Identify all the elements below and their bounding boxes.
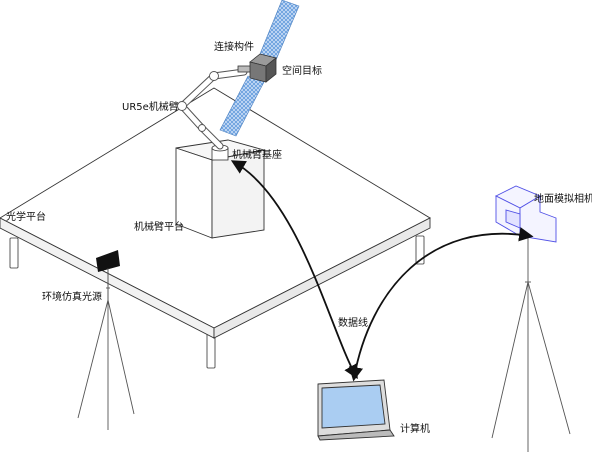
camera-tripod [491,234,571,452]
label-env-light: 环境仿真光源 [42,292,102,303]
label-ground-camera: 地面模拟相机 [534,194,592,205]
label-arm-base: 机械臂基座 [232,150,282,161]
label-connector: 连接构件 [214,42,254,53]
data-lines [230,160,534,382]
label-robot-arm: UR5e机械臂 [122,102,179,113]
space-target-cube [249,53,277,83]
robot-arm [177,68,248,150]
label-computer: 计算机 [400,424,430,435]
computer-monitor [317,379,395,441]
satellite-panels [219,0,300,137]
label-optical-platform: 光学平台 [6,212,46,223]
label-space-target: 空间目标 [282,66,322,77]
light-tripod [77,287,135,430]
label-data-line: 数据线 [338,318,368,329]
label-arm-platform: 机械臂平台 [134,222,184,233]
